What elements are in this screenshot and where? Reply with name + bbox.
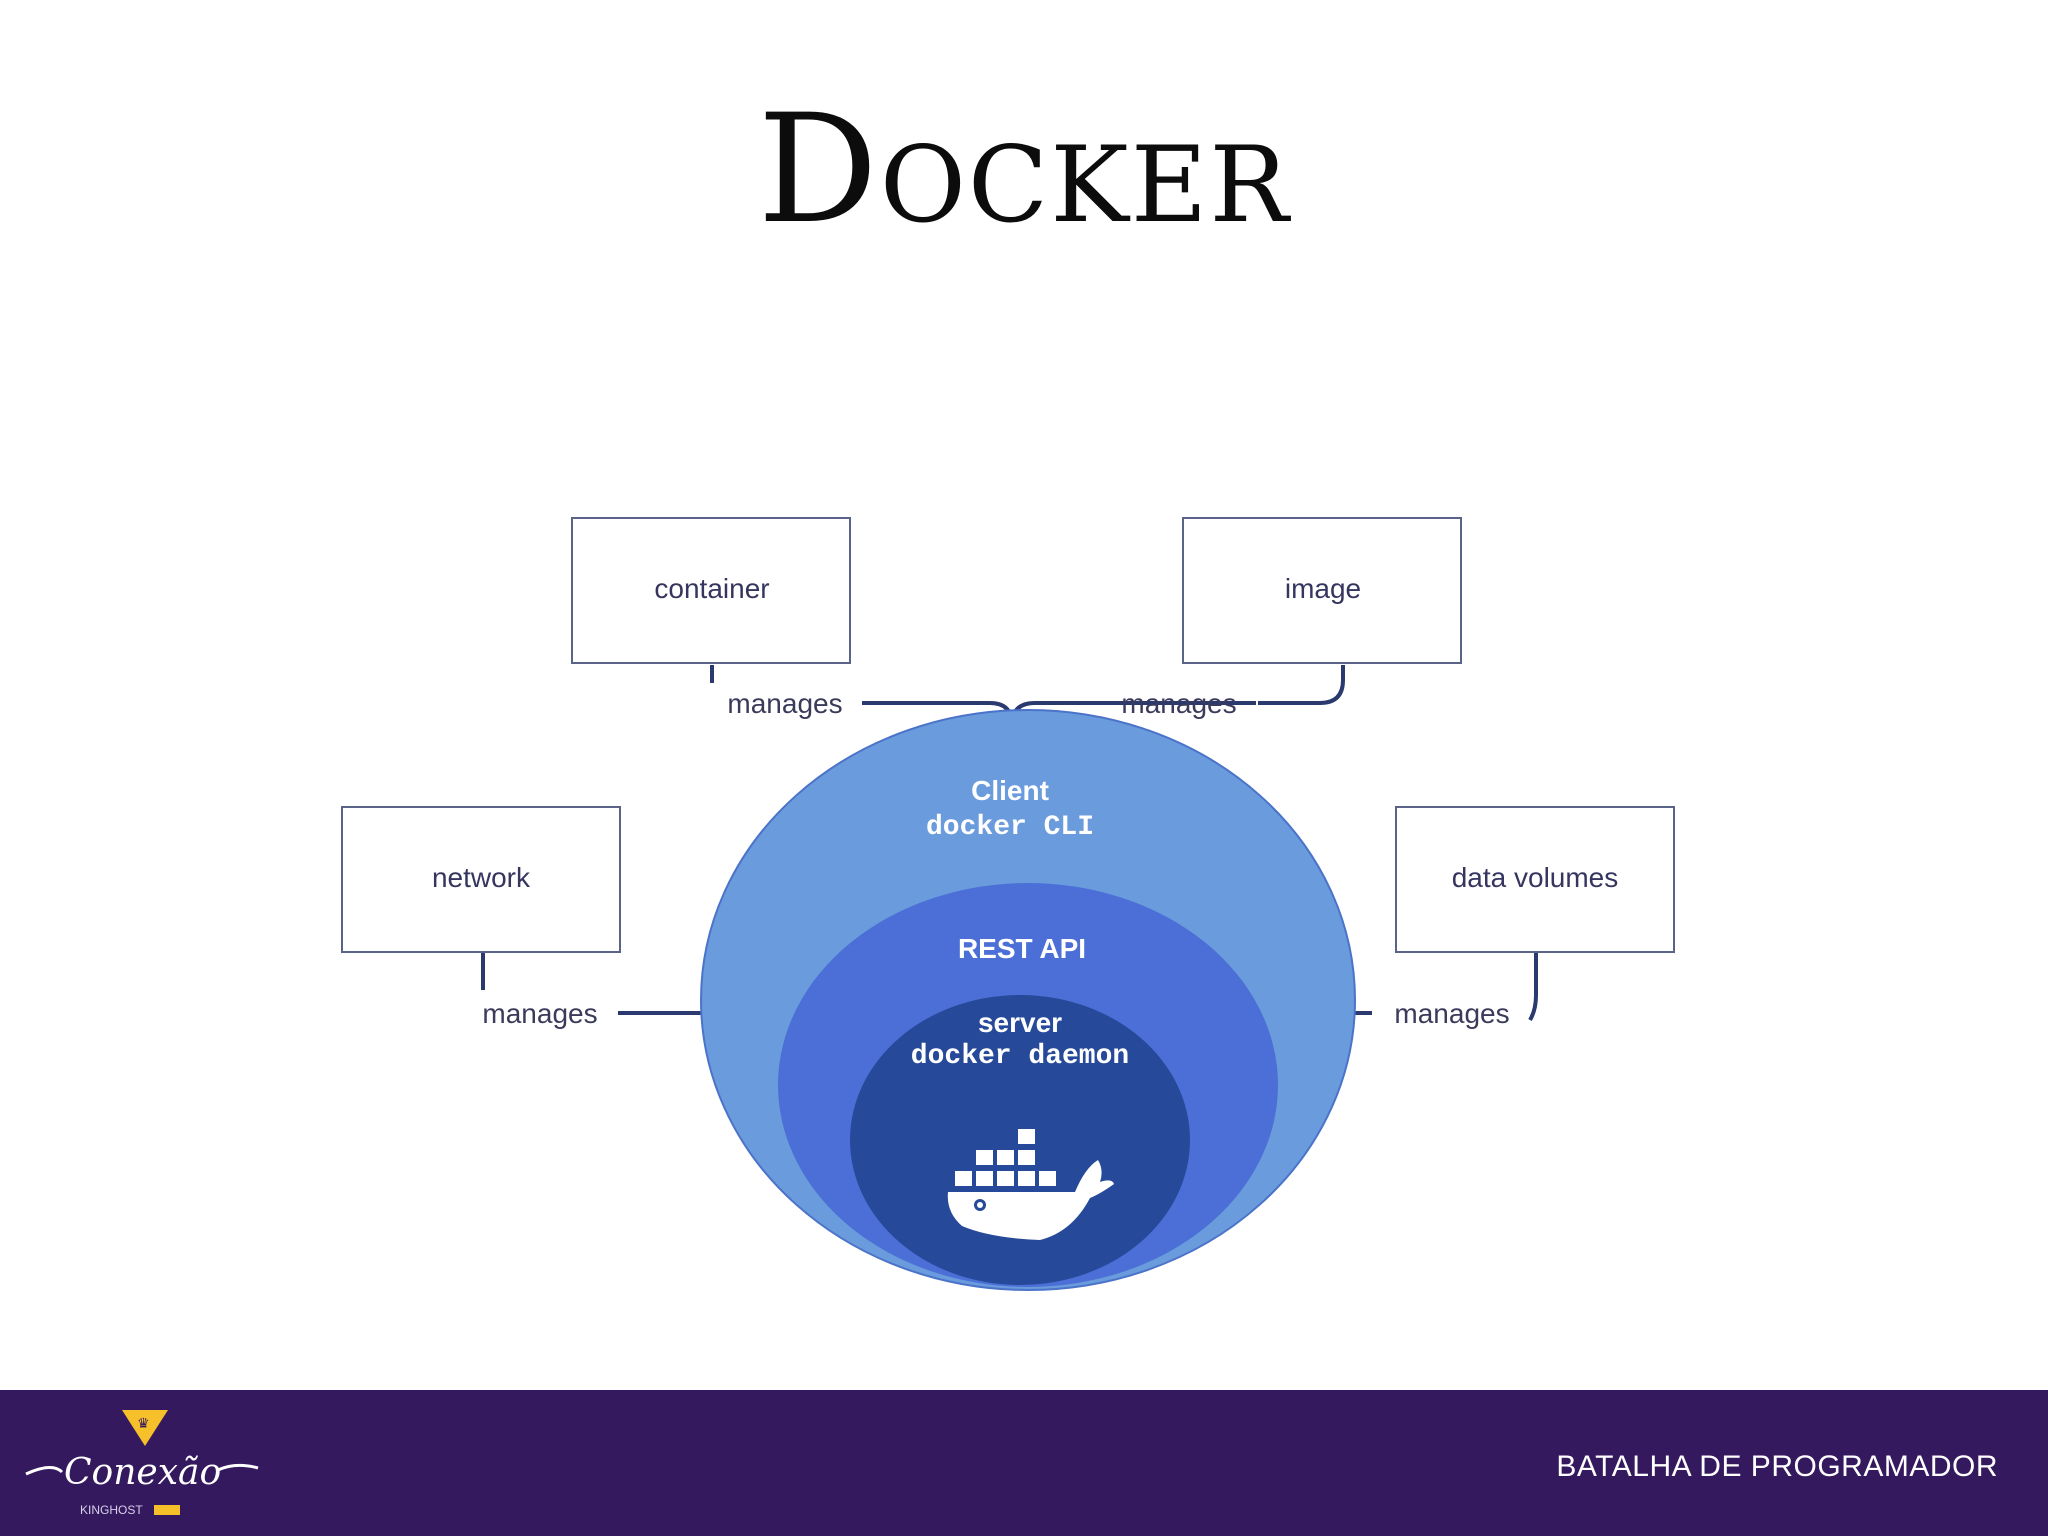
client-subtitle: docker CLI	[926, 812, 1094, 843]
edge-label-image: manages	[1121, 688, 1236, 719]
server-title: server	[978, 1007, 1062, 1038]
edge-label-container: manages	[727, 688, 842, 719]
node-image-label: image	[1285, 573, 1361, 604]
node-container-box	[571, 517, 851, 664]
connector-data-volumes	[1528, 953, 1538, 1022]
node-data-volumes-box	[1395, 806, 1675, 953]
slide-title: Docker	[757, 83, 1291, 257]
logo-wordmark: Conexão	[64, 1452, 221, 1493]
node-network-box	[341, 806, 621, 953]
docker-whale-icon	[947, 1129, 1114, 1240]
logo-subtext: KINGHOST	[80, 1503, 143, 1517]
node-image-box	[1182, 517, 1462, 664]
node-container-label: container	[654, 573, 769, 604]
server-subtitle: docker daemon	[911, 1041, 1129, 1072]
crown-icon	[122, 1410, 168, 1446]
node-container: container	[571, 517, 851, 664]
conexao-logo: ♛ Conexão KINGHOST	[25, 1410, 259, 1517]
node-network-label: network	[432, 862, 531, 893]
node-data-volumes-label: data volumes	[1452, 862, 1619, 893]
edge-label-network: manages	[482, 998, 597, 1029]
footer-tagline: BATALHA DE PROGRAMADOR	[1556, 1450, 1998, 1483]
node-data-volumes: data volumes	[1395, 806, 1675, 953]
rest-api-label: REST API	[958, 933, 1086, 964]
docker-architecture-diagram: Client docker CLI REST API server docker…	[341, 517, 1675, 1291]
node-network: network	[341, 806, 621, 953]
node-image: image	[1182, 517, 1462, 664]
client-title: Client	[971, 775, 1049, 806]
svg-text:♛: ♛	[137, 1416, 150, 1432]
connector-image	[1258, 665, 1345, 705]
edge-label-data-volumes: manages	[1394, 998, 1509, 1029]
footer-bar: ♛ Conexão KINGHOST BATALHA DE PROGRAMADO…	[0, 1390, 2048, 1536]
